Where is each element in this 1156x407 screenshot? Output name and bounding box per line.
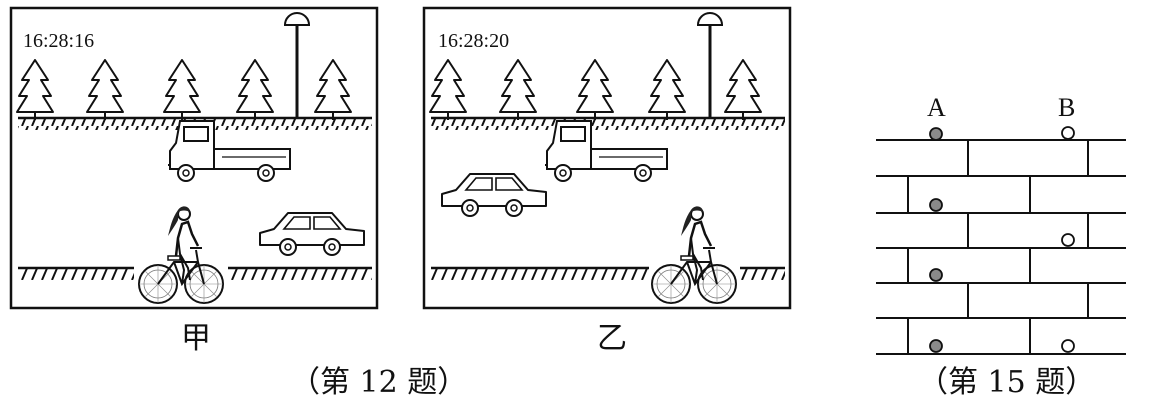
brick-wall	[876, 139, 1126, 355]
scene-yi-clock: 16:28:20	[438, 30, 509, 52]
scene-yi-frame	[422, 6, 792, 310]
label-a: A	[927, 93, 946, 122]
ball-a-position	[929, 268, 943, 282]
lower-curb-right	[740, 268, 785, 280]
scene-jia-label: 甲	[181, 321, 211, 356]
scene-jia: 16:28:16	[9, 6, 379, 310]
ball-b-position	[1061, 339, 1075, 353]
ball-a-position	[929, 339, 943, 353]
ball-a-position	[929, 127, 943, 141]
label-b: B	[1058, 93, 1075, 122]
ball-b-position	[1061, 233, 1075, 247]
scene-yi-label: 乙	[597, 321, 627, 356]
lower-curb-left	[431, 268, 649, 280]
upper-curb	[431, 118, 785, 130]
scene-yi: 16:28:20	[422, 6, 792, 310]
ball-b-position	[1061, 126, 1075, 140]
lower-curb-right	[228, 268, 372, 280]
caption-question-12: （第 12 题）	[290, 365, 467, 400]
ball-a-position	[929, 198, 943, 212]
caption-question-15: （第 15 题）	[918, 365, 1095, 400]
scene-jia-clock: 16:28:16	[23, 30, 94, 52]
lower-curb-left	[18, 268, 134, 280]
